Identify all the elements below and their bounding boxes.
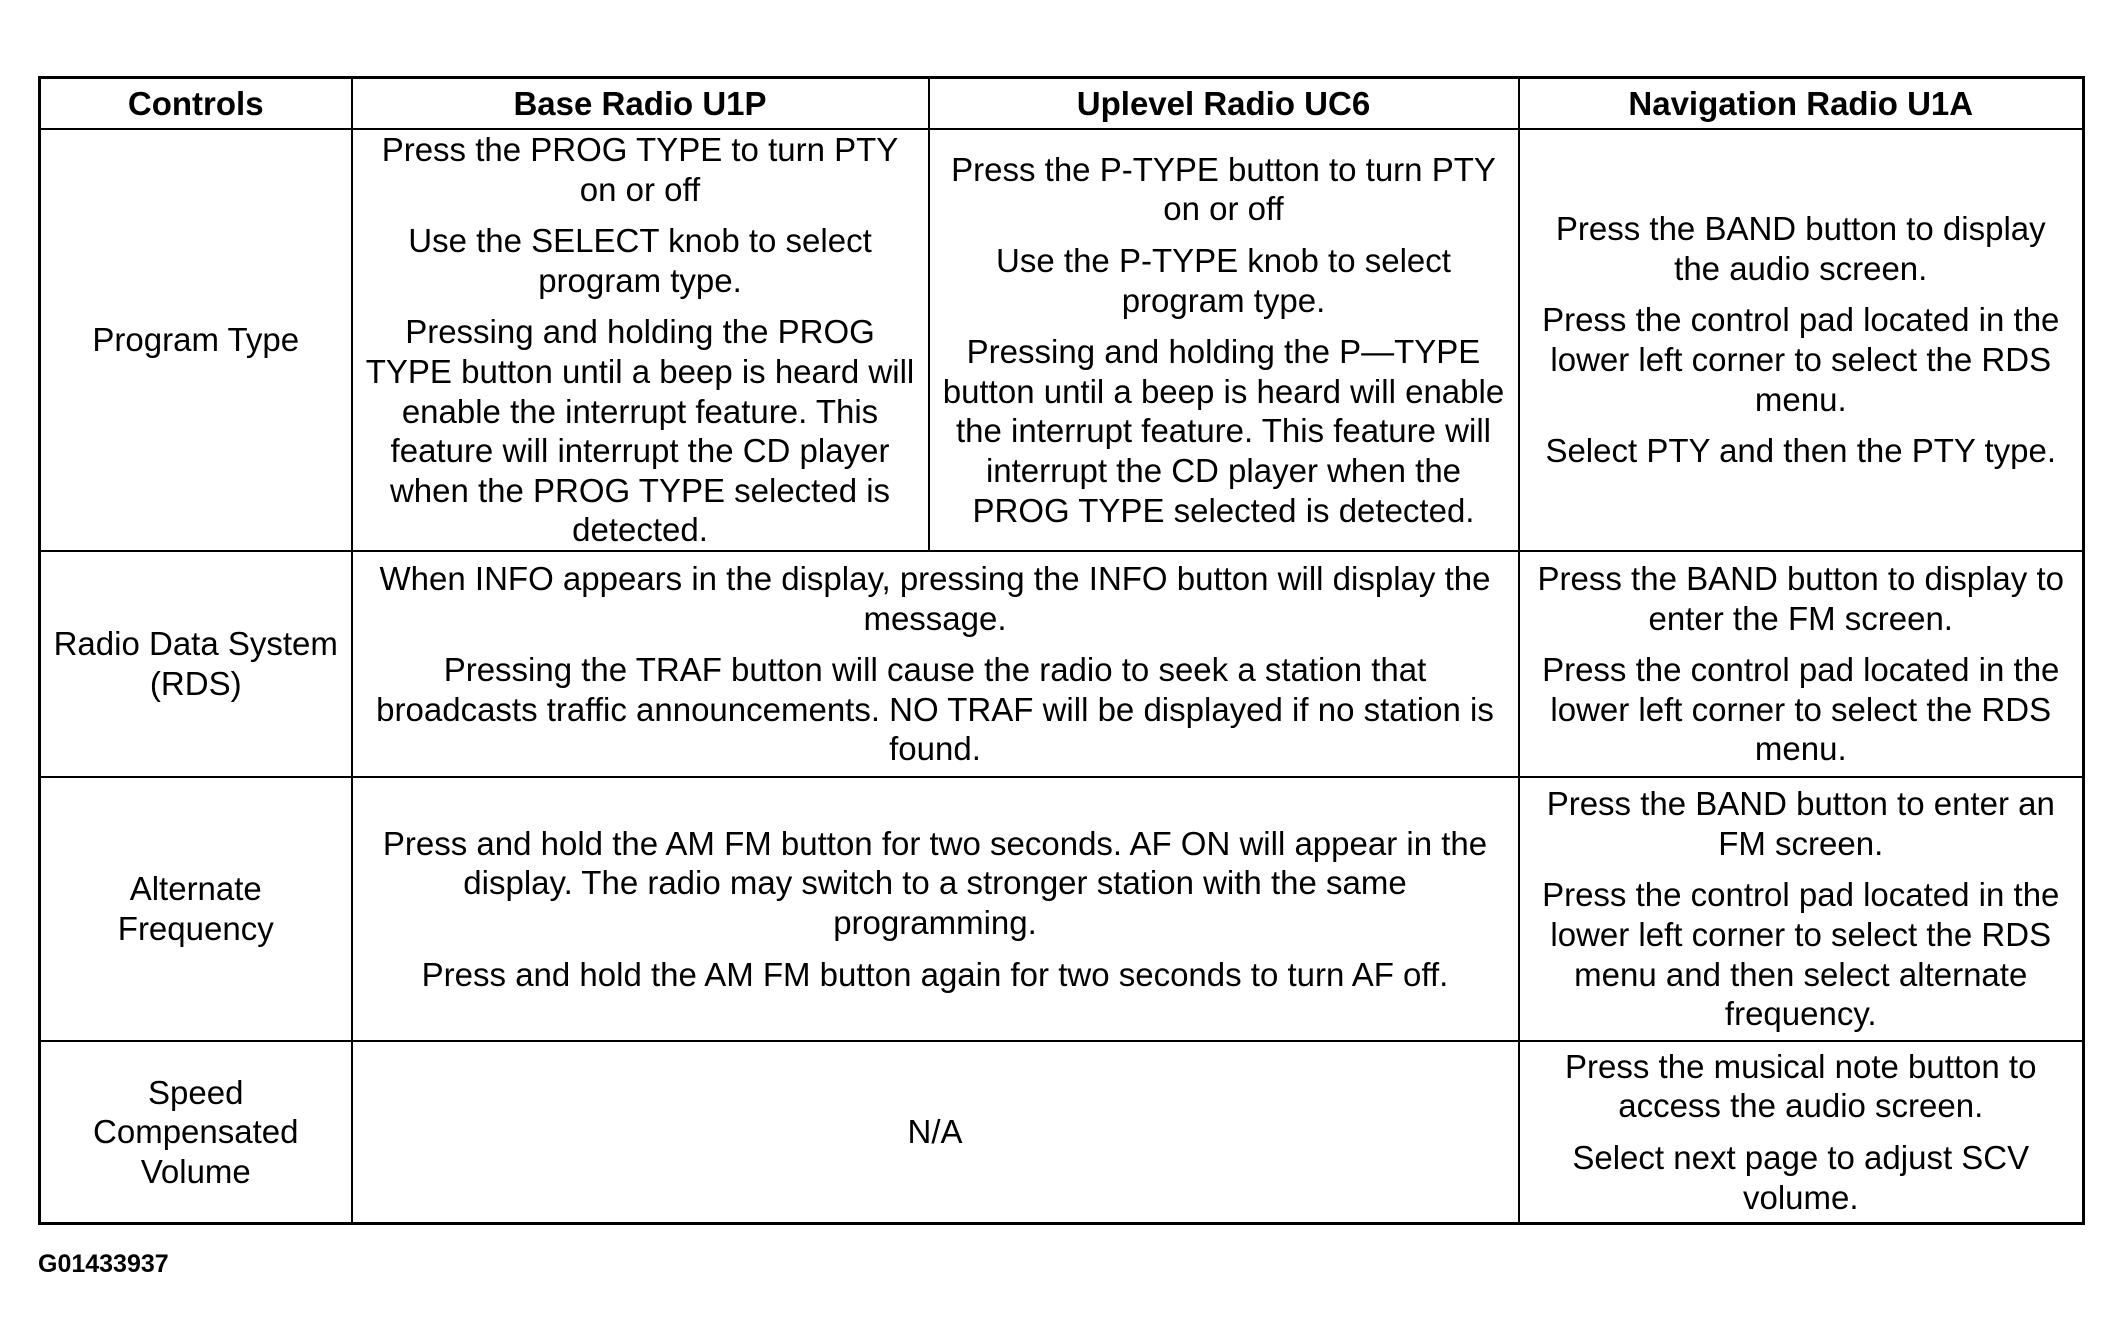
cell-paragraph: Select PTY and then the PTY type. xyxy=(1545,432,2057,470)
cell-program-type-base: Press the PROG TYPE to turn PTY on or of… xyxy=(350,128,930,552)
cell-paragraph: Use the SELECT knob to select program ty… xyxy=(408,222,872,299)
cell-scv-navigation: Press the musical note button to access … xyxy=(1517,1039,2085,1225)
cell-paragraph: Press the control pad located in the low… xyxy=(1542,301,2060,418)
cell-paragraph: Press and hold the AM FM button again fo… xyxy=(421,955,1449,993)
cell-paragraph: Press the musical note button to access … xyxy=(1565,1047,2037,1125)
cell-paragraph: When INFO appears in the display, pressi… xyxy=(379,559,1491,637)
control-label-alternate-frequency: Alternate Frequency xyxy=(38,775,353,1042)
cell-paragraph: Press the control pad located in the low… xyxy=(1542,876,2060,1033)
cell-rds-base-uplevel: When INFO appears in the display, pressi… xyxy=(350,549,1520,778)
cell-paragraph: Press the BAND button to display to ente… xyxy=(1537,559,2064,637)
cell-af-navigation: Press the BAND button to enter an FM scr… xyxy=(1517,775,2085,1042)
header-row: Controls Base Radio U1P Uplevel Radio UC… xyxy=(38,76,2085,130)
cell-paragraph: Press the control pad located in the low… xyxy=(1542,651,2060,768)
cell-paragraph: Press the BAND button to display the aud… xyxy=(1555,210,2046,287)
cell-paragraph: Press the BAND button to enter an FM scr… xyxy=(1546,785,2055,862)
cell-program-type-navigation: Press the BAND button to display the aud… xyxy=(1517,128,2085,552)
cell-paragraph: Pressing and holding the PROG TYPE butto… xyxy=(365,313,915,549)
cell-paragraph: Press the P-TYPE button to turn PTY on o… xyxy=(951,150,1496,228)
cell-paragraph: Pressing and holding the P—TYPE button u… xyxy=(942,333,1505,529)
table-row-speed-compensated-volume: Speed Compensated Volume N/A Press the m… xyxy=(38,1039,2085,1225)
header-navigation-radio: Navigation Radio U1A xyxy=(1517,76,2085,130)
cell-program-type-uplevel: Press the P-TYPE button to turn PTY on o… xyxy=(927,128,1520,552)
cell-scv-base-uplevel: N/A xyxy=(350,1039,1520,1225)
table-row-rds: Radio Data System (RDS) When INFO appear… xyxy=(38,549,2085,778)
cell-paragraph: Press the PROG TYPE to turn PTY on or of… xyxy=(381,131,899,208)
table-row-alternate-frequency: Alternate Frequency Press and hold the A… xyxy=(38,775,2085,1042)
cell-paragraph: Use the P-TYPE knob to select program ty… xyxy=(996,241,1451,319)
table-row-program-type: Program Type Press the PROG TYPE to turn… xyxy=(38,128,2085,552)
radio-controls-table: Controls Base Radio U1P Uplevel Radio UC… xyxy=(38,76,2085,1225)
control-label-speed-compensated-volume: Speed Compensated Volume xyxy=(38,1039,353,1225)
cell-paragraph: Press and hold the AM FM button for two … xyxy=(382,824,1488,941)
cell-paragraph: Pressing the TRAF button will cause the … xyxy=(376,651,1494,768)
cell-paragraph: N/A xyxy=(907,1113,963,1151)
header-base-radio: Base Radio U1P xyxy=(350,76,930,130)
header-uplevel-radio: Uplevel Radio UC6 xyxy=(927,76,1520,130)
cell-af-base-uplevel: Press and hold the AM FM button for two … xyxy=(350,775,1520,1042)
header-controls: Controls xyxy=(38,76,353,130)
control-label-program-type: Program Type xyxy=(38,128,353,552)
control-label-rds: Radio Data System (RDS) xyxy=(38,549,353,778)
cell-paragraph: Select next page to adjust SCV volume. xyxy=(1572,1138,2030,1216)
figure-id-label: G01433937 xyxy=(38,1250,169,1278)
cell-rds-navigation: Press the BAND button to display to ente… xyxy=(1517,549,2085,778)
